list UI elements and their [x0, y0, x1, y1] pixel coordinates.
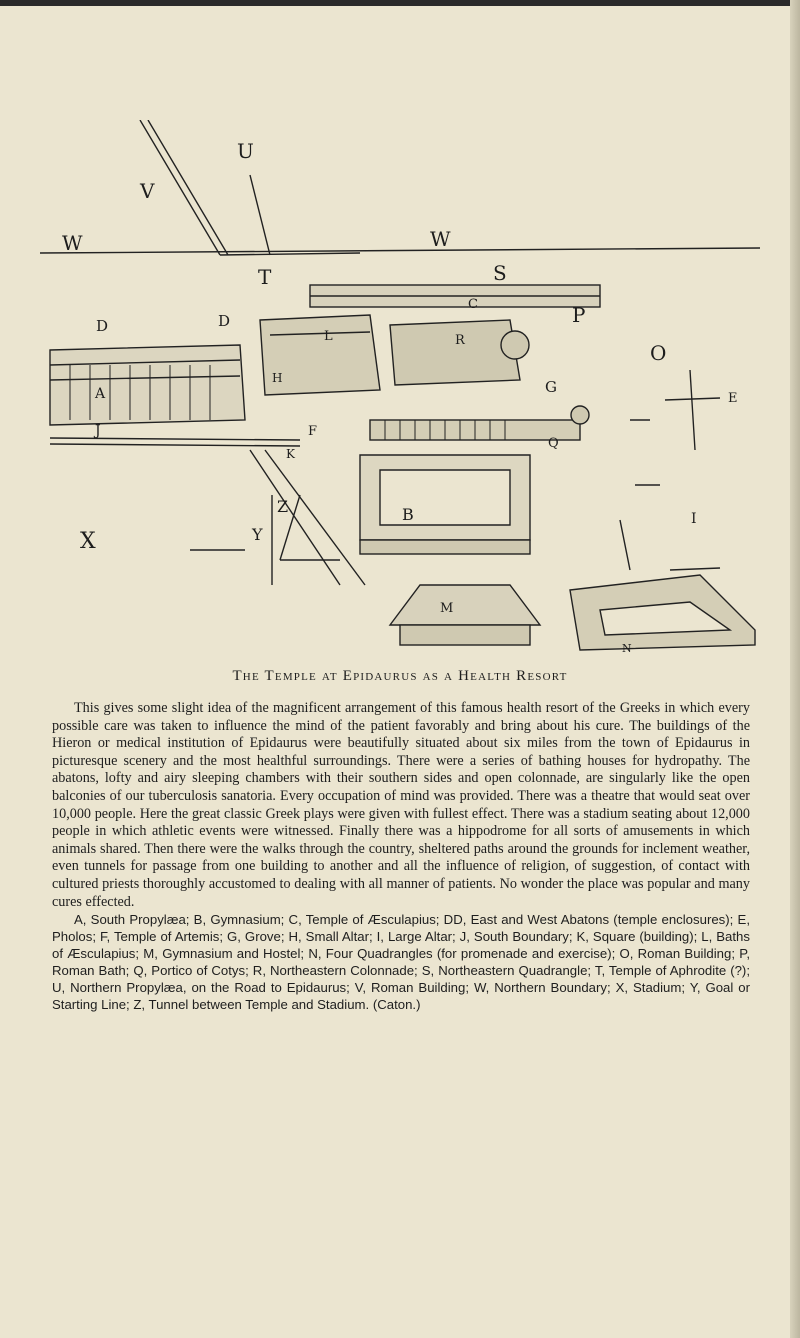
label-V: V [139, 179, 155, 203]
label-H: H [272, 371, 282, 385]
figure-legend: A, South Propylæa; B, Gymnasium; C, Temp… [52, 912, 750, 1013]
label-W-right: W [430, 227, 451, 251]
label-B: B [402, 505, 414, 524]
page-edge-shadow [790, 0, 800, 1338]
label-P: P [572, 303, 585, 327]
label-Z: Z [277, 497, 288, 516]
label-D-left: D [96, 317, 108, 335]
label-F: F [308, 424, 317, 439]
label-G: G [545, 378, 557, 396]
article-body: This gives some slight idea of the magni… [52, 700, 750, 1013]
label-T: T [258, 265, 272, 289]
label-L: L [324, 329, 333, 344]
label-S: S [493, 261, 507, 285]
label-U: U [237, 139, 254, 163]
label-C: C [468, 297, 478, 312]
label-Q: Q [548, 436, 559, 451]
label-W-left: W [62, 231, 83, 255]
label-O: O [650, 341, 666, 365]
top-border [0, 0, 800, 6]
label-Y: Y [251, 525, 263, 544]
label-A: A [94, 386, 106, 402]
site-plan-illustration: U V W W T S P O E D D A L F J H G Q K R [40, 120, 760, 660]
label-E: E [728, 391, 738, 406]
label-M: M [440, 601, 453, 616]
label-N: N [622, 642, 632, 655]
label-I: I [691, 511, 697, 527]
label-X: X [80, 529, 96, 554]
main-paragraph: This gives some slight idea of the magni… [52, 700, 750, 910]
label-K: K [286, 447, 296, 461]
label-D-mid: D [218, 312, 230, 330]
figure-caption: The Temple at Epidaurus as a Health Reso… [232, 668, 568, 684]
label-J: J [93, 423, 101, 439]
site-plan-drawing: U V W W T S P O E D D A L F J H G Q K R [40, 120, 760, 655]
label-R: R [455, 333, 466, 348]
